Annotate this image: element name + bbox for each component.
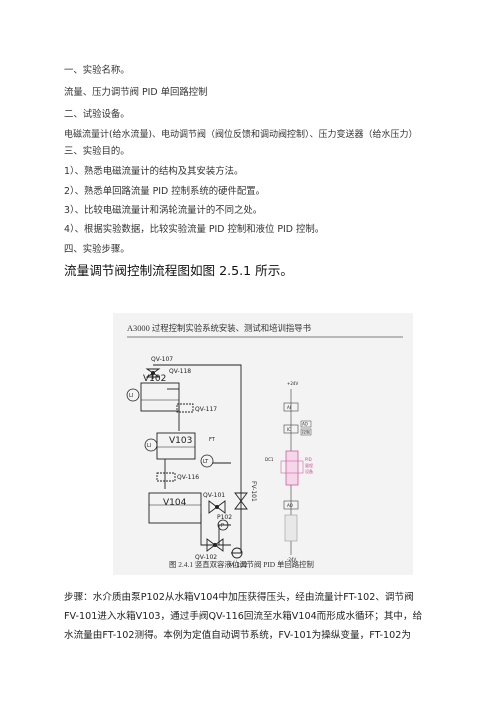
label-qv102: QV-102 — [195, 554, 217, 561]
label-lt103: LT — [203, 459, 209, 465]
section-title-purpose: 三、实验目的。 — [64, 146, 130, 157]
instrument-bubbles — [126, 388, 229, 531]
control-wiring: +24V AI IC AO 控制 DC1 PID 量程 设备 AO -24V — [265, 381, 313, 562]
purpose-1: 1）、熟悉电磁流量计的结构及其安装方法。 — [64, 166, 244, 177]
section-title-equipment: 二、试验设备。 — [64, 109, 130, 120]
label-aoc: AO — [302, 422, 308, 427]
label-ft102: FT — [209, 437, 216, 443]
label-ao: AO — [287, 503, 293, 508]
label-p102: P102 — [217, 514, 232, 521]
purpose-3: 3）、比较电磁流量计和涡轮流量计的不同之处。 — [64, 205, 263, 216]
label-ic: IC — [287, 427, 291, 432]
label-range: 量程 — [305, 462, 313, 468]
label-v103: V103 — [169, 436, 192, 446]
figure-caption: 图 2.4.1 竖直双容液位调节阀 PID 单回路控制 — [169, 560, 314, 569]
label-m24: -24V — [287, 557, 297, 562]
label-v102: V102 — [143, 374, 166, 384]
equipment-list: 电磁流量计(给水流量)、电动调节阀（阀位反馈和调动阀控制）、压力变送器（给水压力… — [64, 130, 418, 140]
valve-fill-marks — [151, 371, 219, 547]
label-m102: M-102 — [229, 562, 248, 569]
label-pump: P — [221, 523, 224, 529]
steps-line-3: 水流量由FT-102测得。本例为定值自动调节系统，FV-101为操纵变量，FT-… — [64, 630, 411, 641]
figure-header: A3000 过程控制实验系统安装、测试和培训指导书 — [127, 323, 311, 333]
label-dev: 设备 — [305, 468, 313, 474]
experiment-name: 流量、压力调节阀 PID 单回路控制 — [64, 87, 208, 98]
steps-paragraph: 步骤：水介质由泵P102从水箱V104中加压获得压头，经由流量计FT-102、调… — [64, 588, 436, 645]
process-diagram-figure: A3000 过程控制实验系统安装、测试和培训指导书 — [113, 313, 413, 575]
label-li101: LI — [129, 393, 133, 399]
steps-line-1: 步骤：水介质由泵P102从水箱V104中加压获得压头，经由流量计FT-102、调… — [64, 592, 414, 603]
label-li103: LI — [147, 443, 151, 449]
label-p24: +24V — [287, 381, 298, 386]
steps-line-2: FV-101进入水箱V103，通过手阀QV-116回流至水箱V104而形成水循环… — [64, 611, 423, 622]
label-qv116: QV-116 — [177, 474, 199, 481]
section-title-name: 一、实验名称。 — [64, 65, 130, 76]
process-flow — [140, 364, 248, 559]
purpose-2: 2）、熟悉单回路流量 PID 控制系统的硬件配置。 — [64, 186, 265, 197]
label-qv118: QV-118 — [169, 368, 191, 375]
label-ctrl: 控制 — [302, 429, 310, 435]
label-pid: PID — [305, 457, 312, 462]
label-qv107: QV-107 — [151, 356, 173, 363]
label-ai: AI — [287, 405, 291, 410]
label-v104: V104 — [163, 498, 187, 508]
label-qv117: QV-117 — [195, 406, 217, 413]
label-fv101: FV-101 — [250, 481, 257, 502]
purpose-4: 4）、根据实验数据，比较实验流量 PID 控制和液位 PID 控制。 — [64, 224, 325, 235]
label-d1: DC1 — [265, 457, 274, 462]
flowchart-heading: 流量调节阀控制流程图如图 2.5.1 所示。 — [64, 263, 293, 278]
section-title-steps: 四、实验步骤。 — [64, 244, 130, 255]
label-qv101: QV-101 — [203, 492, 225, 499]
